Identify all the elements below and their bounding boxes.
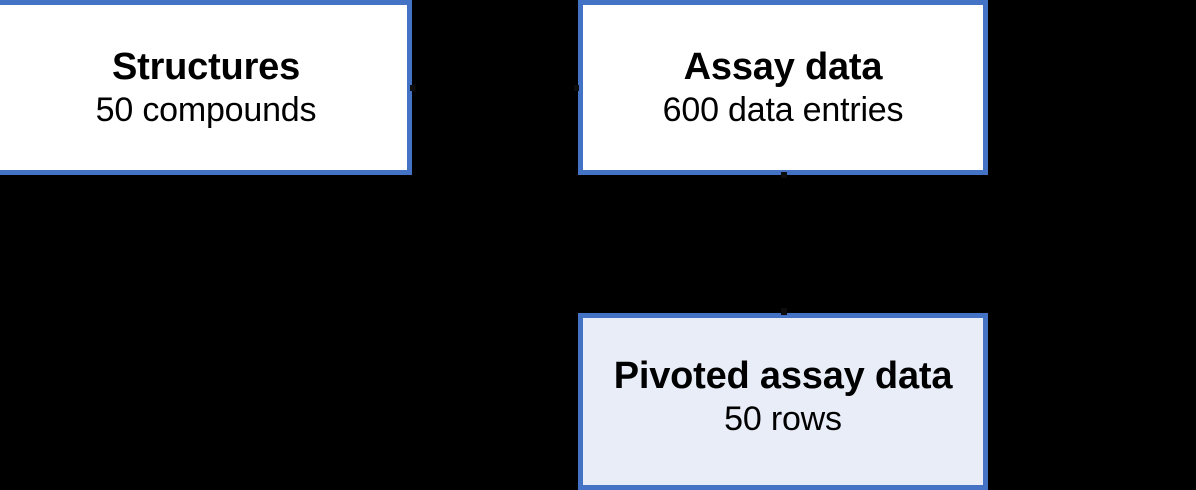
node-assay-data-title: Assay data (683, 45, 883, 88)
node-structures[interactable]: Structures 50 compounds (0, 0, 412, 175)
node-assay-data-subtitle: 600 data entries (662, 90, 904, 129)
node-pivoted-assay-data[interactable]: Pivoted assay data 50 rows (578, 313, 988, 490)
connector-handle-assay-data-left[interactable] (574, 85, 579, 91)
connector-handle-assay-data-bottom[interactable] (781, 172, 787, 178)
connector-handle-pivoted-assay-data-top[interactable] (781, 308, 787, 315)
node-assay-data[interactable]: Assay data 600 data entries (578, 0, 988, 175)
node-pivoted-assay-data-subtitle: 50 rows (724, 399, 842, 438)
node-pivoted-assay-data-title: Pivoted assay data (613, 354, 953, 397)
node-structures-subtitle: 50 compounds (95, 90, 317, 129)
connector-handle-structures-right[interactable] (410, 85, 415, 91)
node-structures-title: Structures (111, 45, 301, 88)
